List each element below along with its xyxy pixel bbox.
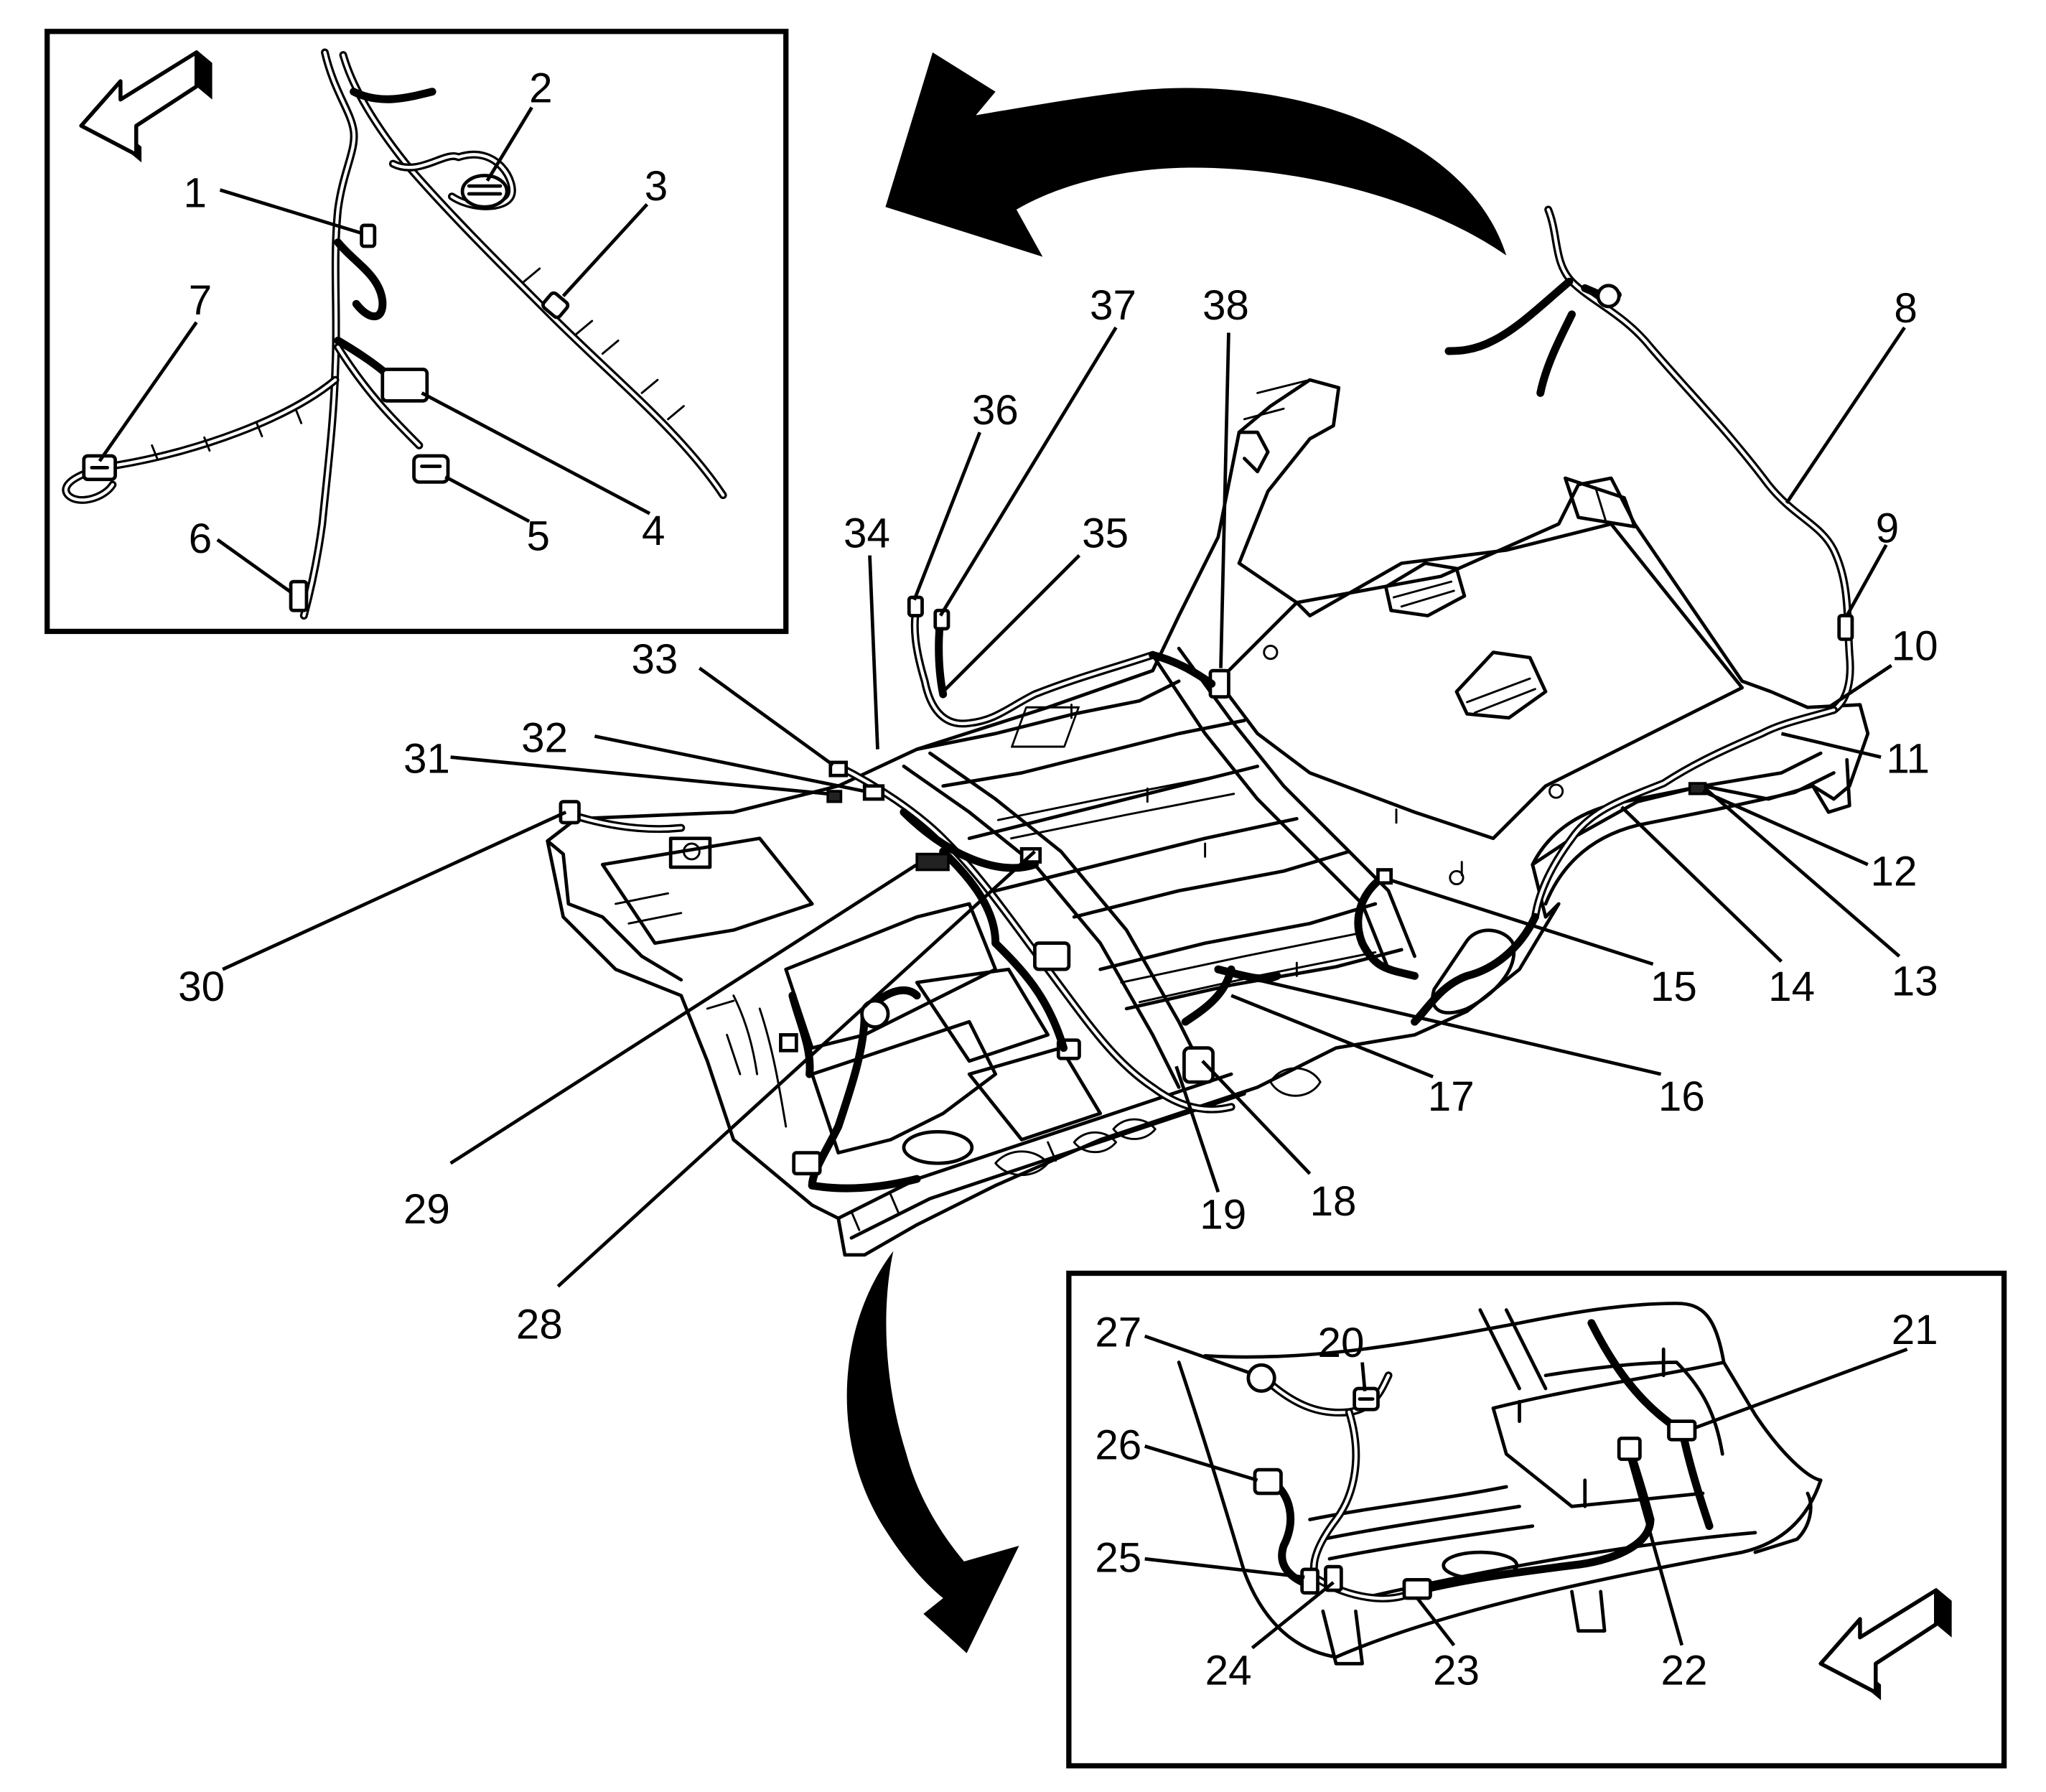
connector-5-icon bbox=[412, 454, 450, 484]
callout-21: 21 bbox=[1892, 1307, 1938, 1353]
connector-23-icon bbox=[1402, 1578, 1432, 1600]
connector-22-icon bbox=[1617, 1436, 1642, 1461]
callout-20: 20 bbox=[1318, 1320, 1365, 1366]
callout-11: 11 bbox=[1886, 735, 1930, 782]
callout-30: 30 bbox=[178, 963, 225, 1010]
callout-27: 27 bbox=[1095, 1310, 1141, 1356]
callouts: 1 2 3 4 5 6 7 8 9 10 11 12 13 14 15 16 1… bbox=[178, 65, 1938, 1694]
callout-19: 19 bbox=[1200, 1191, 1246, 1238]
callout-33: 33 bbox=[631, 636, 678, 683]
main-wiring-harness bbox=[559, 205, 1854, 1193]
callout-28: 28 bbox=[516, 1302, 563, 1348]
callout-17: 17 bbox=[1428, 1073, 1475, 1120]
callout-22: 22 bbox=[1661, 1647, 1708, 1694]
connector-3-icon bbox=[541, 291, 570, 319]
direction-arrow-icon bbox=[79, 50, 212, 163]
callout-26: 26 bbox=[1095, 1422, 1141, 1469]
callout-9: 9 bbox=[1876, 505, 1899, 551]
callout-29: 29 bbox=[403, 1186, 450, 1233]
callout-4: 4 bbox=[642, 508, 665, 554]
callout-23: 23 bbox=[1433, 1647, 1480, 1694]
connector-21-icon bbox=[1667, 1419, 1697, 1442]
connector-2-icon bbox=[460, 174, 509, 209]
callout-15: 15 bbox=[1650, 963, 1697, 1010]
callout-32: 32 bbox=[521, 714, 568, 761]
detail-inset-top-left bbox=[45, 29, 789, 635]
callout-10: 10 bbox=[1892, 623, 1938, 670]
callout-6: 6 bbox=[189, 515, 212, 562]
curved-arrow-to-bottom-inset bbox=[846, 1251, 1019, 1653]
grommet-27-icon bbox=[1246, 1363, 1276, 1394]
callout-13: 13 bbox=[1892, 958, 1938, 1005]
direction-arrow-icon bbox=[1818, 1587, 1952, 1701]
callout-7: 7 bbox=[189, 277, 212, 324]
connector-7-icon bbox=[82, 454, 117, 482]
callout-25: 25 bbox=[1095, 1534, 1141, 1581]
callout-1: 1 bbox=[183, 169, 206, 216]
connector-1-icon bbox=[360, 223, 377, 248]
callout-37: 37 bbox=[1090, 282, 1136, 329]
callout-35: 35 bbox=[1082, 510, 1129, 557]
callout-8: 8 bbox=[1894, 285, 1917, 332]
callout-38: 38 bbox=[1202, 282, 1249, 329]
callout-31: 31 bbox=[403, 735, 450, 782]
callout-34: 34 bbox=[844, 510, 890, 557]
floor-pan bbox=[546, 378, 1870, 1257]
leader-lines bbox=[98, 106, 1908, 1650]
callout-16: 16 bbox=[1658, 1073, 1705, 1120]
callout-24: 24 bbox=[1205, 1647, 1252, 1694]
module-4-icon bbox=[380, 368, 429, 403]
callout-18: 18 bbox=[1310, 1178, 1357, 1225]
curved-arrow-to-top-inset bbox=[885, 52, 1507, 257]
callout-2: 2 bbox=[529, 65, 552, 111]
callout-36: 36 bbox=[972, 387, 1019, 434]
connector-25-icon bbox=[1300, 1567, 1319, 1595]
callout-5: 5 bbox=[526, 513, 549, 559]
callout-12: 12 bbox=[1871, 848, 1917, 895]
connector-6-icon bbox=[289, 579, 309, 612]
callout-3: 3 bbox=[645, 163, 668, 210]
callout-14: 14 bbox=[1768, 963, 1815, 1010]
connector-20-icon bbox=[1353, 1386, 1380, 1411]
connector-26-icon bbox=[1253, 1467, 1283, 1495]
